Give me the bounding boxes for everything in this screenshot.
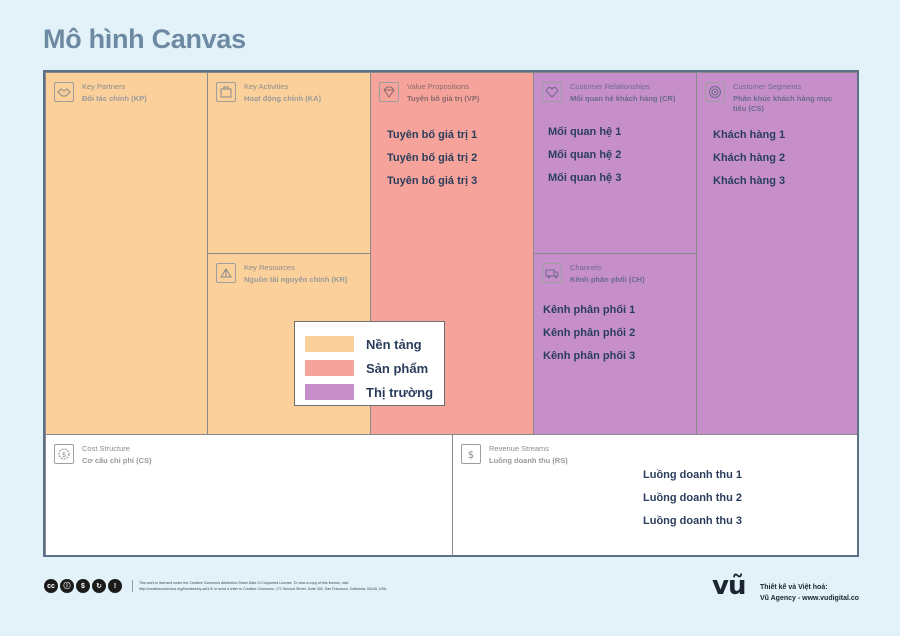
block-customer-relationships[interactable]: Customer Relationships Mối quan hệ khách… — [533, 72, 697, 254]
list-item: Luồng doanh thu 3 — [643, 515, 742, 527]
list-item: Tuyên bố giá trị 2 — [387, 152, 478, 164]
list-item: Khách hàng 3 — [713, 175, 786, 187]
cc-by-icon: ⓘ — [60, 579, 74, 593]
legend-item: Sản phẩm — [305, 356, 444, 380]
block-title-vi: Nguồn tài nguyên chính (KR) — [244, 275, 348, 284]
license-footer: cc ⓘ $ ↻ ! This work is licensed under t… — [44, 579, 387, 593]
list-item: Khách hàng 2 — [713, 152, 786, 164]
info-icon: ! — [108, 579, 122, 593]
legend-item: Nền tảng — [305, 332, 444, 356]
legend-item: Thị trường — [305, 380, 444, 404]
list-item: Tuyên bố giá trị 3 — [387, 175, 478, 187]
block-title-en: Key Activities — [244, 82, 289, 91]
block-title-vi: Phân khúc khách hàng mục tiêu (CS) — [733, 94, 833, 113]
license-text-line1: This work is licensed under the Creative… — [139, 581, 350, 585]
block-customer-segments[interactable]: Customer Segments Phân khúc khách hàng m… — [696, 72, 857, 435]
cc-nc-icon: $ — [76, 579, 90, 593]
page-title: Mô hình Canvas — [43, 24, 246, 54]
cc-sa-icon: ↻ — [92, 579, 106, 593]
diamond-icon — [379, 82, 399, 102]
list-item: Kênh phân phối 3 — [543, 350, 636, 362]
svg-text:$: $ — [468, 450, 474, 461]
list-item: Khách hàng 1 — [713, 129, 786, 141]
block-title-vi: Hoạt động chính (KA) — [244, 94, 322, 103]
block-title-en: Key Resources — [244, 263, 295, 272]
block-title-vi: Kênh phân phối (CH) — [570, 275, 645, 284]
legend-swatch — [305, 336, 354, 352]
legend-label: Nền tảng — [366, 336, 422, 352]
vu-logo: vũ — [712, 571, 746, 601]
block-title-en: Cost Structure — [82, 444, 130, 453]
list-item: Kênh phân phối 1 — [543, 304, 636, 316]
credit-line2: Vũ Agency - www.vudigital.co — [760, 595, 860, 602]
list-item: Tuyên bố giá trị 1 — [387, 129, 478, 141]
resources-icon — [216, 263, 236, 283]
business-model-canvas: Key Partners Đối tác chính (KP) Key Acti… — [43, 70, 859, 557]
svg-text:$: $ — [62, 451, 66, 459]
block-cost-structure[interactable]: $ Cost Structure Cơ cấu chi phí (CS) — [45, 434, 453, 555]
list-item: Luồng doanh thu 1 — [643, 469, 742, 481]
heart-icon — [542, 82, 562, 102]
block-title-vi: Mối quan hệ khách hàng (CR) — [570, 94, 676, 103]
credit: Thiết kế và Việt hoá: Vũ Agency - www.vu… — [760, 582, 859, 604]
block-title-en: Key Partners — [82, 82, 126, 91]
block-title-vi: Tuyên bố giá trị (VP) — [407, 94, 480, 103]
truck-icon — [542, 263, 562, 283]
cc-icon: cc — [44, 579, 58, 593]
target-icon — [705, 82, 725, 102]
list-item: Mối quan hệ 1 — [548, 126, 622, 138]
block-title-vi: Cơ cấu chi phí (CS) — [82, 456, 152, 465]
legend-swatch — [305, 360, 354, 376]
block-title-en: Customer Segments — [733, 82, 802, 91]
block-title-en: Customer Relationships — [570, 82, 650, 91]
list-item: Mối quan hệ 2 — [548, 149, 622, 161]
block-key-activities[interactable]: Key Activities Hoạt động chính (KA) — [207, 72, 371, 254]
list-item: Luồng doanh thu 2 — [643, 492, 742, 504]
block-key-partners[interactable]: Key Partners Đối tác chính (KP) — [45, 72, 208, 435]
legend-label: Thị trường — [366, 384, 434, 400]
briefcase-icon — [216, 82, 236, 102]
legend-label: Sản phẩm — [366, 360, 429, 376]
legend: Nền tảng Sản phẩm Thị trường — [294, 321, 445, 406]
block-title-en: Channels — [570, 263, 602, 272]
gear-dollar-icon: $ — [54, 444, 74, 464]
block-title-en: Revenue Streams — [489, 444, 550, 453]
handshake-icon — [54, 82, 74, 102]
block-revenue-streams[interactable]: $ Revenue Streams Luồng doanh thu (RS) L… — [452, 434, 857, 555]
credit-line1: Thiết kế và Việt hoá: — [760, 584, 828, 591]
legend-swatch — [305, 384, 354, 400]
block-title-en: Value Propositions — [407, 82, 469, 91]
list-item: Kênh phân phối 2 — [543, 327, 636, 339]
block-title-vi: Luồng doanh thu (RS) — [489, 456, 568, 465]
list-item: Mối quan hệ 3 — [548, 172, 622, 184]
block-title-vi: Đối tác chính (KP) — [82, 94, 147, 103]
license-text-line2: http://creativecommons.org/licenses/by-s… — [139, 587, 388, 591]
block-channels[interactable]: Channels Kênh phân phối (CH) Kênh phân p… — [533, 253, 697, 435]
dollar-icon: $ — [461, 444, 481, 464]
